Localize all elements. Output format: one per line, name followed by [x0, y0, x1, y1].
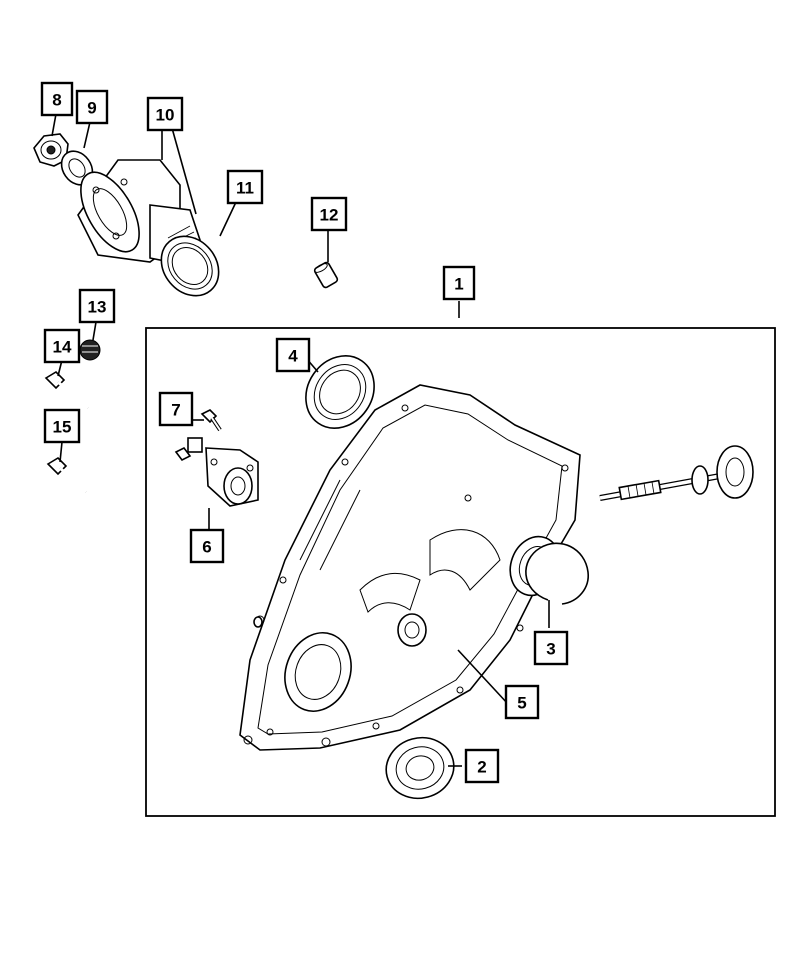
part-small-o-ring: [253, 616, 263, 628]
callout-8-label: 8: [52, 91, 61, 110]
callout-15-label: 15: [53, 418, 72, 437]
part-sensor-bolt: [200, 409, 222, 432]
callout-11-label: 11: [236, 179, 254, 198]
part-nut: [33, 133, 69, 167]
callout-12-label: 12: [320, 206, 339, 225]
part-bolt-long: [44, 370, 89, 410]
part-snap-ring: [525, 542, 589, 605]
callout-9: 9: [75, 89, 109, 125]
part-bolt-short: [46, 456, 88, 494]
callout-5-label: 5: [517, 694, 526, 713]
callout-5: 5: [504, 684, 540, 720]
part-sensor-motor: [174, 437, 259, 507]
callout-1-label: 1: [454, 275, 463, 294]
part-transfer-case-housing: [239, 384, 581, 751]
part-output-shaft: [599, 445, 754, 501]
callout-7: 7: [158, 391, 194, 427]
part-bearing: [385, 736, 455, 800]
callout-14: 14: [43, 328, 81, 364]
part-dowel-pin: [313, 261, 339, 289]
callout-2-label: 2: [477, 758, 486, 777]
callout-10: 10: [146, 96, 184, 132]
callout-6: 6: [189, 528, 225, 564]
callout-15: 15: [43, 408, 81, 444]
callout-3-label: 3: [546, 640, 555, 659]
part-oil-seal: [305, 355, 375, 429]
callout-11: 11: [226, 169, 264, 205]
part-seal-ring: [160, 235, 220, 297]
part-plug: [79, 339, 101, 361]
callout-8: 8: [40, 81, 74, 117]
callout-2: 2: [464, 748, 500, 784]
callout-12: 12: [310, 196, 348, 232]
assembly-frame: [145, 327, 776, 817]
callout-13-label: 13: [88, 298, 107, 317]
callout-9-label: 9: [87, 99, 96, 118]
callout-3: 3: [533, 630, 569, 666]
callout-4: 4: [275, 337, 311, 373]
callout-14-label: 14: [53, 338, 72, 357]
callout-7-label: 7: [171, 401, 180, 420]
callout-10-label: 10: [156, 106, 175, 125]
callout-4-label: 4: [288, 347, 298, 366]
callout-6-label: 6: [202, 538, 211, 557]
callout-13: 13: [78, 288, 116, 324]
callout-1: 1: [442, 265, 476, 301]
